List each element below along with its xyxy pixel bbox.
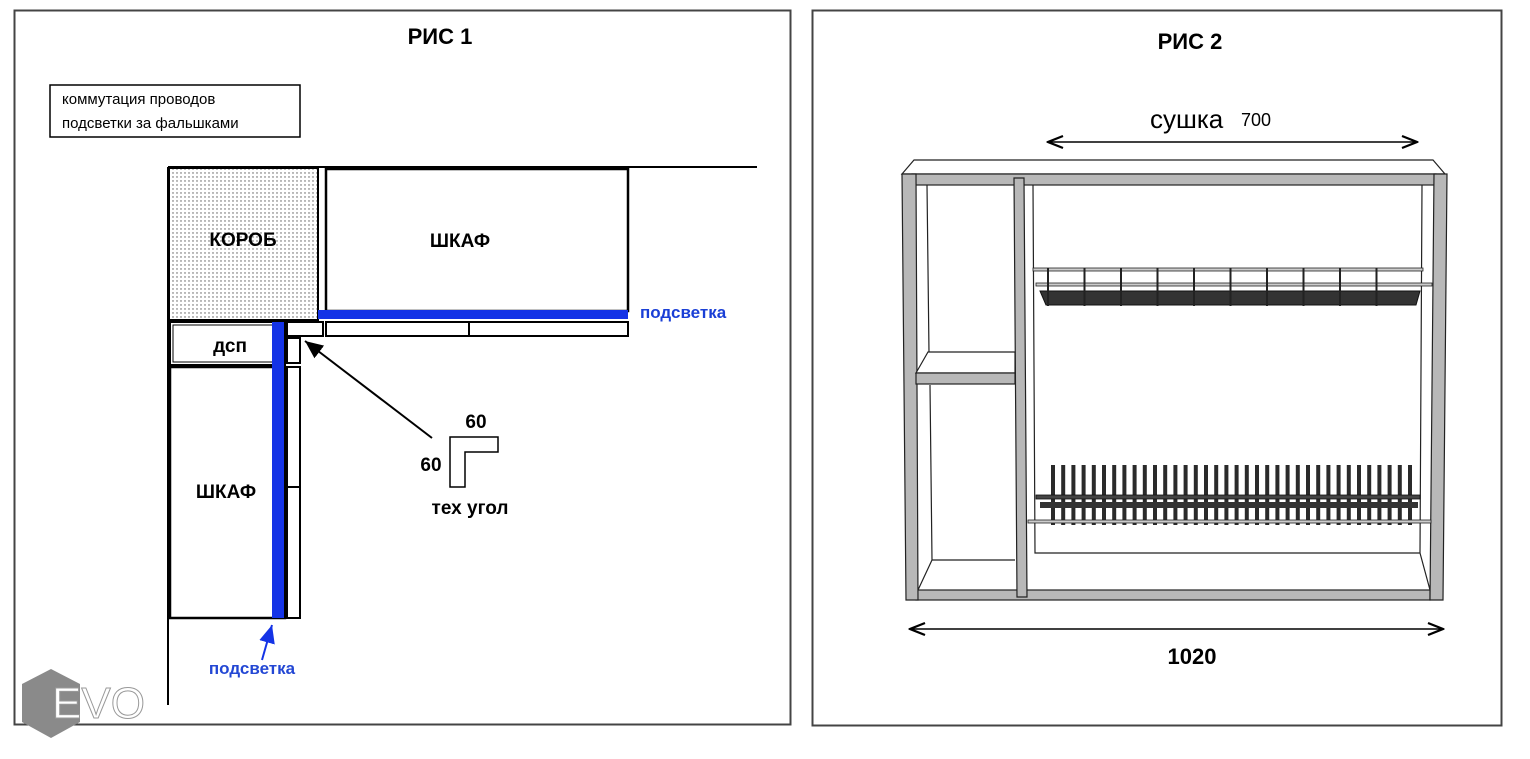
rack-top-bar [1035,282,1433,287]
note-box [49,84,301,138]
cabinet-top-trim-right [468,321,629,337]
dish-rack-bottom [1027,465,1432,525]
figure-2-title: РИС 2 [1158,29,1223,54]
dryer-width: 700 [1241,110,1271,130]
tech-corner-top [286,321,324,337]
logo-hexagon-icon [22,669,80,738]
figure-2-panel: РИС 2 сушка 700 1020 [811,9,1503,727]
cabinet-left-label: ШКАФ [196,482,256,503]
backlight-label-bottom: подсветка [209,659,296,678]
cabinet-drawing [900,159,1448,601]
cabinet-left-side [901,173,919,601]
chipboard-panel [169,321,286,366]
cabinet-left [168,365,287,620]
rack-bottom-rail [1027,519,1432,524]
tech-corner-height: 60 [420,455,441,476]
logo-text: EVO [52,679,145,728]
tech-corner-side [286,337,301,364]
total-width-label: 1020 [1168,644,1217,669]
cabinet-left-trim-bottom [286,486,301,619]
cabinet-top-surface [900,159,1447,175]
backlight-strip-horizontal [318,310,628,319]
note-line-1: коммутация проводов [62,91,215,108]
note-line-2: подсветки за фальшками [62,115,239,132]
chipboard-label: дсп [213,336,247,357]
cabinet-left-trim-top [286,366,301,488]
cabinet-bottom-panel [915,589,1431,601]
cabinet-left-back [917,184,1015,591]
evo-logo: EVO [22,669,145,738]
backlight-strip-vertical [272,322,284,618]
figure-1-panel: РИС 1 коммутация проводов подсветки за ф… [13,9,792,726]
cabinet-top-trim-left [325,321,470,337]
shelf-top-surface [914,351,1016,374]
cabinet-top-panel [911,173,1437,186]
dryer-label: сушка [1150,104,1224,134]
tech-corner-arrow [304,340,433,439]
duct-box-label: КОРОБ [209,230,276,251]
backlight-label-right: подсветка [640,303,727,322]
tech-corner-label: тех угол [432,498,509,519]
cabinet-divider [1013,177,1028,598]
tech-corner-profile-icon [449,436,499,488]
dish-rack-top [1032,267,1433,306]
tech-corner-width: 60 [465,412,486,433]
backlight-arrow [259,624,275,661]
cabinet-right-side [1429,173,1448,601]
cabinet-top-label: ШКАФ [430,231,490,252]
duct-box [168,167,319,321]
figure-1-title: РИС 1 [408,24,473,49]
rack-bottom-bar [1035,494,1421,500]
cabinet-right-back [1032,184,1431,591]
rack-top-rail [1032,267,1424,272]
rack-bottom-tray [1040,502,1418,508]
shelf-front [915,372,1016,385]
cabinet-top [324,167,630,313]
